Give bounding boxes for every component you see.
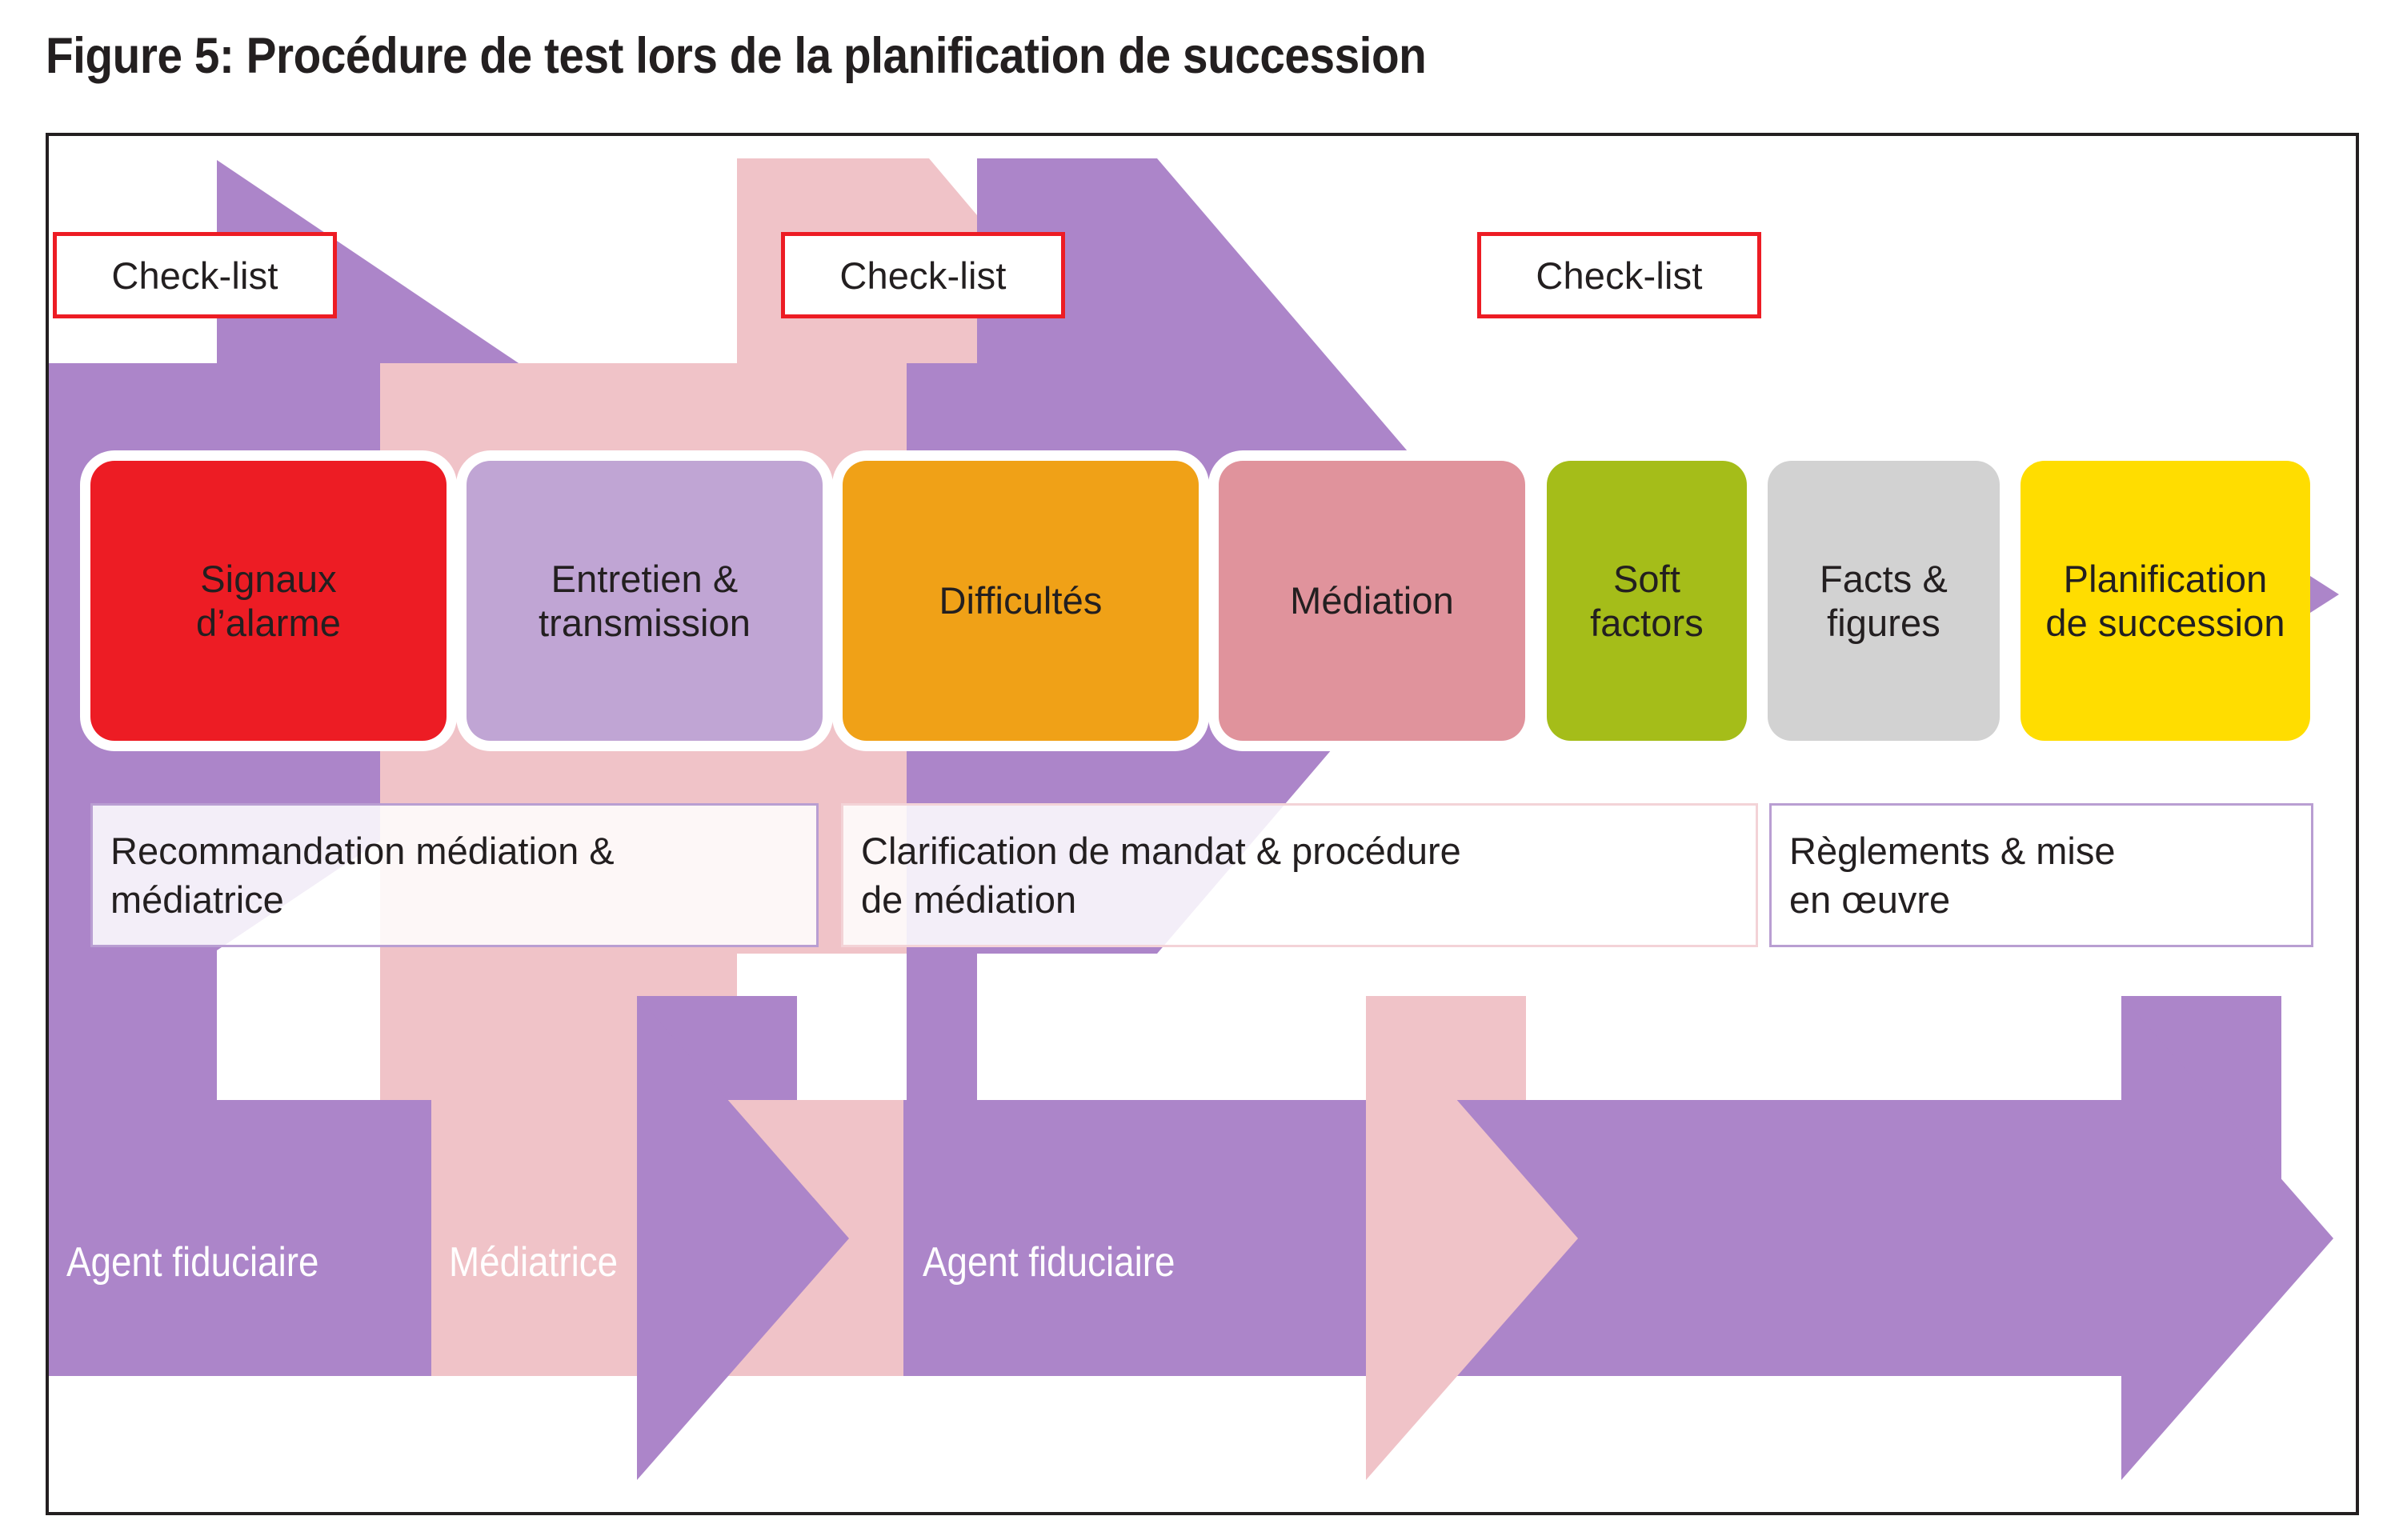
caption-box-clarification: Clarification de mandat & procédure de m… xyxy=(841,803,1758,947)
checklist-label: Check-list xyxy=(839,254,1007,297)
stage-box-mediation[interactable]: Médiation xyxy=(1219,461,1525,741)
stage-label: Médiation xyxy=(1290,579,1454,622)
checklist-box-2[interactable]: Check-list xyxy=(781,232,1065,318)
stage-box-entretien-transmission[interactable]: Entretien & transmission xyxy=(467,461,823,741)
stage-box-planification-de-succession[interactable]: Planification de succession xyxy=(2021,461,2310,741)
checklist-label: Check-list xyxy=(111,254,278,297)
caption-box-recommandation: Recommandation médiation & médiatrice xyxy=(90,803,819,947)
stage-label: Entretien & transmission xyxy=(538,557,751,644)
role-arrow-head-2 xyxy=(1366,996,1578,1480)
diagram-frame: Check-list Check-list Check-list Signaux… xyxy=(46,133,2359,1515)
role-label-agent-fiduciaire-1: Agent fiduciaire xyxy=(66,1239,319,1286)
caption-label: Recommandation médiation & médiatrice xyxy=(110,829,615,921)
role-arrow-head-1 xyxy=(637,996,849,1480)
stage-box-difficultes[interactable]: Difficultés xyxy=(843,461,1199,741)
stage-label: Difficultés xyxy=(939,579,1103,622)
caption-label: Clarification de mandat & procédure de m… xyxy=(861,829,1461,921)
caption-label: Règlements & mise en œuvre xyxy=(1789,829,2116,921)
role-label-agent-fiduciaire-2: Agent fiduciaire xyxy=(923,1239,1175,1286)
role-arrow-head-3 xyxy=(2121,996,2333,1480)
stage-label: Planification de succession xyxy=(2045,557,2285,644)
role-label-mediatrice: Médiatrice xyxy=(449,1239,619,1286)
end-marker-triangle xyxy=(2310,576,2339,613)
role-arrow-agent-fiduciaire-1 xyxy=(49,996,797,1376)
role-arrow-agent-fiduciaire-2 xyxy=(903,996,2281,1376)
stage-box-facts-figures[interactable]: Facts & figures xyxy=(1768,461,2000,741)
caption-box-reglements: Règlements & mise en œuvre xyxy=(1769,803,2313,947)
stage-box-soft-factors[interactable]: Soft factors xyxy=(1547,461,1747,741)
stage-label: Soft factors xyxy=(1590,557,1704,644)
checklist-label: Check-list xyxy=(1536,254,1703,297)
checklist-box-3[interactable]: Check-list xyxy=(1477,232,1761,318)
checklist-box-1[interactable]: Check-list xyxy=(53,232,337,318)
role-arrow-mediatrice xyxy=(431,996,1526,1376)
page-title: Figure 5: Procédure de test lors de la p… xyxy=(46,28,1427,84)
stage-label: Signaux d’alarme xyxy=(195,557,342,644)
stage-label: Facts & figures xyxy=(1819,557,1948,644)
stage-box-signaux-dalarme[interactable]: Signaux d’alarme xyxy=(90,461,447,741)
